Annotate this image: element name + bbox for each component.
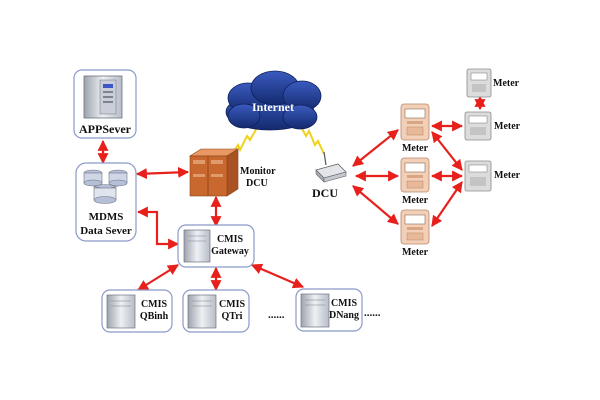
qtri-server-icon xyxy=(187,294,217,329)
meter-icon xyxy=(466,68,492,98)
meter-icon xyxy=(464,160,492,192)
arrow-dcu-meter3 xyxy=(352,185,399,225)
arrow-gateway-qbinh xyxy=(137,264,179,291)
meter-label-2: Meter xyxy=(402,195,429,206)
wireless-link-monitor-icon xyxy=(231,125,259,155)
monitor-dcu-node: Monitor DCU xyxy=(188,148,276,197)
meter-node-4: Meter xyxy=(466,68,520,98)
meter-label-6: Meter xyxy=(494,170,521,181)
arrow-gateway-dnang xyxy=(250,263,305,289)
arrow-mdms-gateway xyxy=(136,206,180,250)
ellipsis-right: ...... xyxy=(364,307,381,319)
arrow-dcu-meter1 xyxy=(352,129,399,167)
cmis-gateway-node: CMIS Gateway xyxy=(177,224,255,268)
dnang-server-icon xyxy=(300,293,330,328)
app-server-node: APPSever xyxy=(73,69,137,139)
meter-icon xyxy=(400,103,430,141)
app-server-label: APPSever xyxy=(79,122,132,136)
meter-node-3: Meter xyxy=(400,209,430,258)
cmis-gateway-label-line2: Gateway xyxy=(211,246,249,257)
cmis-qtri-label-line1: CMIS xyxy=(219,299,246,310)
meter-node-6: Meter xyxy=(464,160,521,192)
internet-label: Internet xyxy=(252,100,294,114)
database-cluster-icon xyxy=(83,169,128,204)
meter-node-5: Meter xyxy=(464,111,521,141)
router-icon xyxy=(315,151,347,183)
cmis-dnang-label-line1: CMIS xyxy=(331,298,358,309)
ellipsis-middle: ...... xyxy=(268,309,285,321)
cloud-icon xyxy=(225,70,322,131)
mdms-node: MDMS Data Sever xyxy=(75,162,137,242)
meter-icon xyxy=(400,209,430,245)
monitor-dcu-label-line2: DCU xyxy=(246,178,268,189)
cmis-qbinh-node: CMIS QBinh xyxy=(101,289,173,333)
cmis-gateway-label-line1: CMIS xyxy=(217,234,244,245)
cmis-qtri-label-line2: QTri xyxy=(222,311,243,322)
arrow-meter1-meterB xyxy=(431,131,463,171)
dcu-node: DCU xyxy=(312,151,347,200)
meter-icon xyxy=(464,111,492,141)
meter-node-2: Meter xyxy=(400,157,430,206)
cmis-qbinh-label-line1: CMIS xyxy=(141,299,168,310)
cmis-dnang-label-line2: DNang xyxy=(329,310,359,321)
dcu-cabinet-icon xyxy=(188,148,240,197)
arrow-meter3-meterB xyxy=(431,181,463,227)
cmis-dnang-node: CMIS DNang xyxy=(295,288,363,332)
meter-label-3: Meter xyxy=(402,247,429,258)
cmis-qbinh-label-line2: QBinh xyxy=(140,311,169,322)
meter-node-1: Meter xyxy=(400,103,430,154)
server-tower-icon xyxy=(83,75,123,119)
arrow-mdms-monitor xyxy=(135,166,190,180)
dcu-label: DCU xyxy=(312,186,338,200)
mdms-label-line2: Data Sever xyxy=(80,225,132,237)
mdms-label-line1: MDMS xyxy=(89,211,124,223)
wireless-link-dcu-icon xyxy=(299,124,325,155)
meter-label-5: Meter xyxy=(494,121,521,132)
monitor-dcu-label-line1: Monitor xyxy=(240,166,276,177)
qbinh-server-icon xyxy=(106,294,136,329)
cmis-qtri-node: CMIS QTri xyxy=(182,289,250,333)
meter-icon xyxy=(400,157,430,193)
connections xyxy=(97,95,486,292)
meter-label-1: Meter xyxy=(402,143,429,154)
internet-cloud: Internet xyxy=(225,70,322,131)
meter-label-4: Meter xyxy=(493,78,520,89)
gateway-server-icon xyxy=(183,229,211,263)
